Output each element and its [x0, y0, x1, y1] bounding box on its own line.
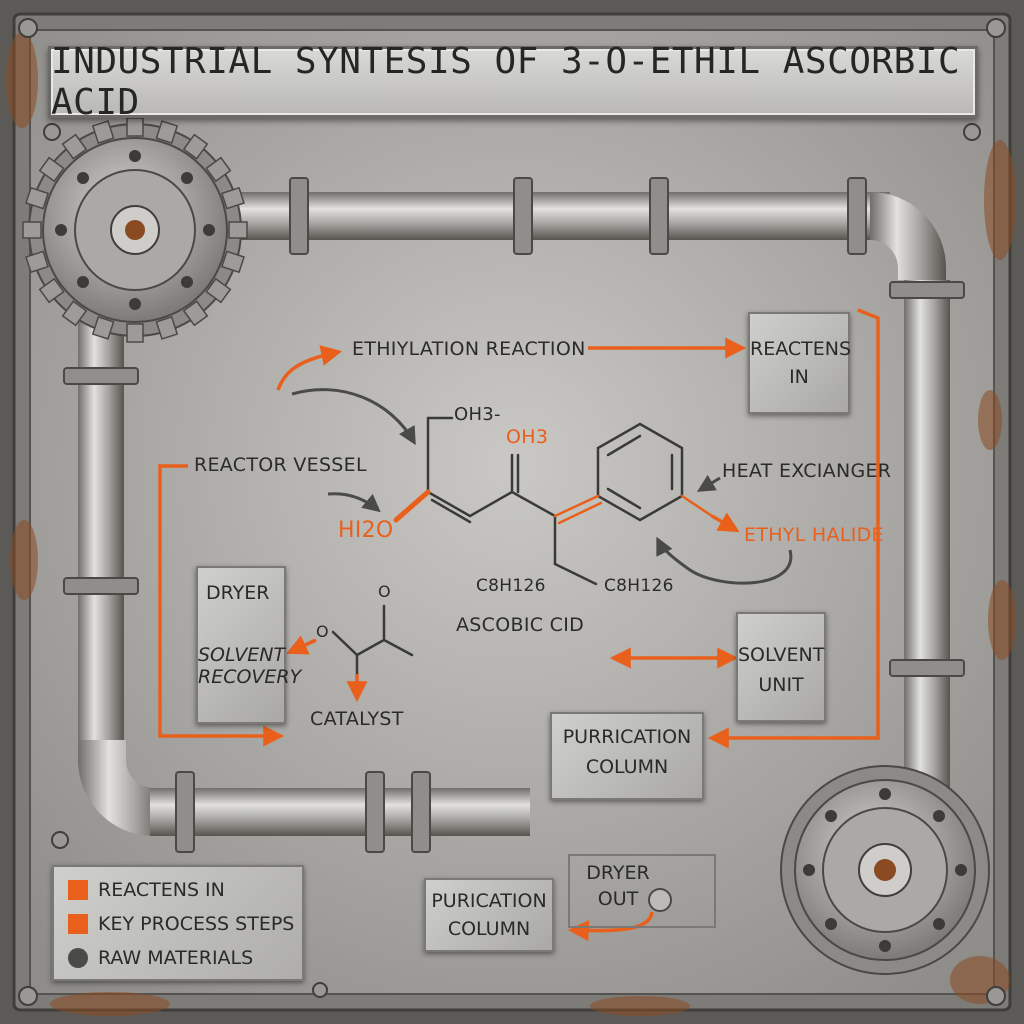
- purification-column-line2: COLUMN: [585, 756, 669, 778]
- dryer-out-line2: OUT: [597, 888, 639, 910]
- heat-exchanger-label: HEAT EXCIANGER: [722, 460, 892, 482]
- solvent-unit-line2: UNIT: [758, 674, 804, 696]
- dark-circle-icon: [68, 948, 88, 968]
- ethylation-reaction-label: ETHIYLATION REACTION: [352, 338, 586, 360]
- reactants-in-line2: IN: [789, 366, 809, 388]
- solvent-recovery-line2: RECOVERY: [198, 666, 302, 688]
- oxygen-left-label: O: [316, 622, 329, 641]
- page-title: INDUSTRIAL SYNTESIS OF 3-O-ETHIL ASCORBI…: [51, 41, 961, 123]
- legend-item-raw-materials: RAW MATERIALS: [68, 947, 253, 969]
- solvent-unit-box: SOLVENT UNIT: [736, 612, 826, 722]
- reactor-vessel-label: REACTOR VESSEL: [194, 454, 367, 476]
- purification-column-line1: PURRICATION: [562, 726, 692, 748]
- purification-column-2-line2: COLUMN: [447, 918, 531, 940]
- legend-item-key-process-steps: KEY PROCESS STEPS: [68, 913, 294, 935]
- oh3-top-label: OH3-: [454, 404, 501, 425]
- reactants-in-box: REACTENS IN: [748, 312, 852, 414]
- dryer-label: DRYER: [206, 582, 270, 604]
- ascorbic-acid-label: ASCOBIC CID: [456, 614, 585, 636]
- purification-column-2-box: PURICATION COLUMN: [424, 878, 554, 952]
- purification-column-box: PURRICATION COLUMN: [550, 712, 704, 800]
- molecule-structure: [331, 416, 714, 676]
- oh3-orange-label: OH3: [506, 426, 549, 448]
- legend: REACTENS IN KEY PROCESS STEPS RAW MATERI…: [52, 865, 304, 981]
- dryer-solvent-recovery-box: DRYER SOLVENT RECOVERY: [196, 566, 302, 724]
- formula-right-label: C8H126: [604, 576, 674, 596]
- orange-square-icon: [68, 914, 88, 934]
- solvent-recovery-line1: SOLVENT: [198, 644, 286, 666]
- pipe-network: [63, 177, 965, 853]
- solvent-unit-line1: SOLVENT: [738, 644, 825, 666]
- dark-flow-arrows: [291, 388, 793, 585]
- catalyst-label: CATALYST: [310, 708, 404, 730]
- title-plate: INDUSTRIAL SYNTESIS OF 3-O-ETHIL ASCORBI…: [48, 41, 978, 123]
- dryer-out-knob-icon: [648, 888, 672, 912]
- dryer-out-box: DRYER OUT: [568, 854, 716, 928]
- dryer-out-line1: DRYER: [586, 862, 650, 884]
- orange-flow-arrows: [158, 308, 880, 942]
- formula-left-label: C8H126: [476, 576, 546, 596]
- orange-square-icon: [68, 880, 88, 900]
- legend-item-reactants-in: REACTENS IN: [68, 879, 225, 901]
- legend-label: RAW MATERIALS: [98, 947, 254, 969]
- legend-label: KEY PROCESS STEPS: [98, 913, 295, 935]
- purification-column-2-line1: PURICATION: [431, 890, 547, 912]
- h2o-label: HI2O: [338, 518, 394, 543]
- oxygen-top-label: O: [378, 582, 391, 601]
- legend-label: REACTENS IN: [98, 879, 225, 901]
- ethyl-halide-label: ETHYL HALIDE: [744, 524, 884, 546]
- reactants-in-line1: REACTENS: [750, 338, 852, 360]
- gear-bottom-right-icon: [780, 765, 990, 975]
- gear-top-left-icon: [22, 117, 248, 343]
